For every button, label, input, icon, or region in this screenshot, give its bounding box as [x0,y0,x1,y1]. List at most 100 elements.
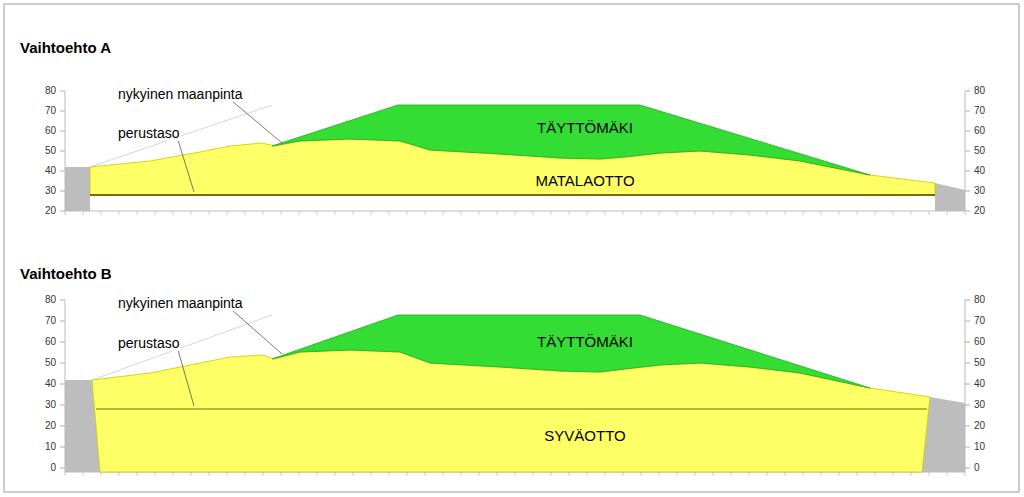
tick [299,211,300,215]
tick [209,472,210,476]
tick [335,472,336,476]
tick [479,211,480,215]
region-label: TÄYTTÖMÄKI [537,333,633,351]
tick [371,472,372,476]
tick [389,472,390,476]
tick [371,211,372,215]
tick [263,211,264,215]
tick [749,211,750,215]
tick [497,211,498,215]
tick [965,472,966,476]
section-heading: Vaihtoehto B [20,265,112,283]
tick [335,211,336,215]
tick [119,211,120,215]
tick [965,211,966,215]
tick [605,211,606,215]
tick [677,472,678,476]
tick [857,472,858,476]
tick [731,472,732,476]
tick [587,472,588,476]
bedrock [935,183,965,211]
tick [821,472,822,476]
tick [893,472,894,476]
tick [191,472,192,476]
tick [515,211,516,215]
tick [497,472,498,476]
tick [569,211,570,215]
tick [839,472,840,476]
tick [60,171,65,172]
axis-value: 0 [32,462,56,474]
region-label: SYVÄOTTO [544,427,625,445]
tick [911,211,912,215]
tick [173,211,174,215]
tick [353,472,354,476]
tick [965,384,970,385]
bedrock [65,167,90,211]
axis-value: 10 [974,441,998,453]
tick [60,363,65,364]
axis-value: 50 [32,145,56,157]
axis-value: 80 [974,85,998,97]
tick [407,211,408,215]
tick [965,191,970,192]
tick [605,472,606,476]
tick [65,211,66,215]
axis-value: 30 [32,185,56,197]
tick [929,211,930,215]
tick [60,151,65,152]
axis-value: 70 [974,105,998,117]
tick [713,472,714,476]
tick [83,472,84,476]
fill-hill [272,105,870,175]
tick [587,211,588,215]
tick [155,211,156,215]
tick [155,472,156,476]
tick [60,384,65,385]
axis-value: 30 [974,185,998,197]
tick [875,472,876,476]
tick [875,211,876,215]
tick [263,472,264,476]
tick [245,211,246,215]
axis-value: 20 [32,205,56,217]
callout-label: nykyinen maanpinta [116,295,245,311]
tick [119,472,120,476]
tick [317,211,318,215]
tick [965,447,970,448]
tick [911,472,912,476]
callout-label: nykyinen maanpinta [116,86,245,102]
tick [101,211,102,215]
tick [137,472,138,476]
axis-value: 10 [32,441,56,453]
tick [137,211,138,215]
tick [767,211,768,215]
tick [479,472,480,476]
slope-guide [90,105,272,167]
leader-line [232,310,282,354]
tick [965,151,970,152]
tick [965,342,970,343]
tick [227,211,228,215]
tick [785,472,786,476]
tick [965,321,970,322]
tick [947,211,948,215]
axis-value: 50 [974,357,998,369]
tick [803,211,804,215]
tick [659,211,660,215]
tick [60,426,65,427]
tick [60,300,65,301]
leader-line [232,101,282,143]
tick [60,342,65,343]
axis-value: 40 [32,378,56,390]
tick [965,211,970,212]
base-level-line [96,409,927,410]
tick [731,211,732,215]
tick [461,472,462,476]
leader-line [178,140,194,192]
tick [965,91,970,92]
axis-value: 60 [32,336,56,348]
tick [60,191,65,192]
tick [83,211,84,215]
axis-value: 30 [32,399,56,411]
